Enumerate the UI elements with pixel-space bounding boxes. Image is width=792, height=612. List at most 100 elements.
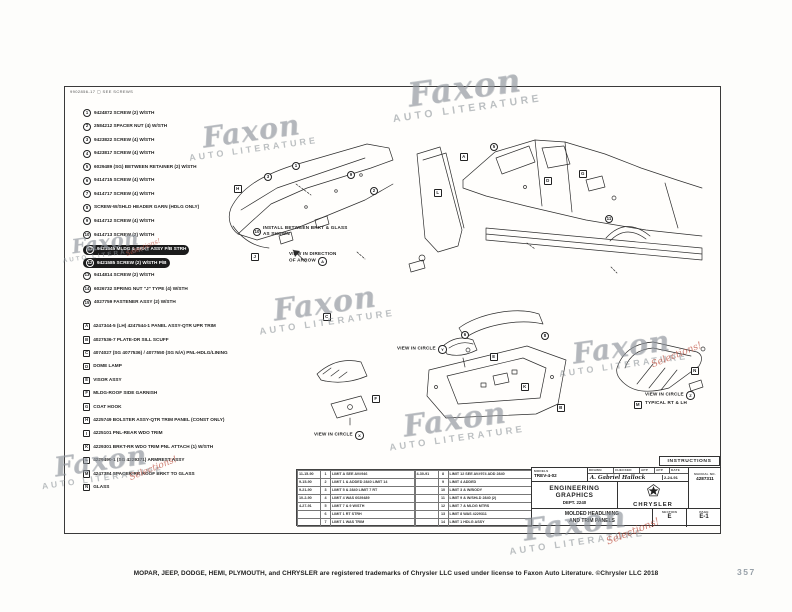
- part-letter-badge: G: [83, 403, 91, 411]
- part-number-badge: 5: [83, 163, 91, 172]
- chrysler-pentastar-logo: [646, 484, 660, 497]
- page-number: 357: [737, 567, 756, 577]
- drawing-title-line2: AND TRIM PANELS: [569, 517, 615, 524]
- revision-cell: 12: [437, 502, 449, 511]
- revision-cell: LIMIT 4 ADDED: [447, 478, 532, 487]
- callout-e: E: [490, 353, 498, 361]
- part-number-badge: 8: [83, 203, 91, 212]
- part-number-badge: 4: [83, 149, 91, 158]
- note-line: VIEW IN CIRCLE X: [314, 431, 364, 440]
- part-letter-badge: B: [83, 336, 91, 344]
- part-text: 9414712 SCREW (4) W/STH: [94, 218, 155, 224]
- revision-cell: 4-30-91: [414, 470, 439, 479]
- section-value: E: [667, 514, 672, 520]
- part-letter-badge: M: [83, 470, 91, 478]
- callout-l: L: [434, 189, 442, 197]
- revision-cell: 5: [320, 502, 331, 511]
- callout-8: 8: [541, 332, 549, 340]
- revision-cell: 3: [320, 486, 331, 495]
- revision-cell: LIMIT 1 HDLG ASSY: [447, 518, 532, 527]
- checked-label: CHECKED: [614, 468, 640, 473]
- callout-5: 5: [490, 143, 498, 151]
- revision-cell: [297, 510, 321, 519]
- revision-cell: 11-15-90: [297, 470, 321, 479]
- models-value: TREV-4-02: [534, 473, 557, 478]
- section-label: SECTION: [661, 510, 678, 514]
- part-text: 4027536-7 PLATE-DR SILL SCUFF: [93, 336, 169, 342]
- part-text: 9424872 SCREW (2) W/STH: [94, 109, 155, 115]
- revision-cell: 4-27-91: [297, 502, 321, 511]
- revision-cell: LIMIT 4 WAS 6029489: [330, 494, 415, 503]
- part-text: 9421585 SCREW (2) W/STH P/B: [97, 259, 167, 265]
- part-number-badge: 14: [83, 285, 91, 294]
- revision-cell: 4: [320, 494, 331, 503]
- drawing-title-line1: MOLDED HEADLINING: [564, 511, 620, 517]
- revision-cell: [297, 518, 321, 527]
- part-text: VISOR ASSY: [93, 376, 122, 382]
- note-line: TYPICAL RT & LH: [645, 399, 687, 405]
- part-text: 9414715 SCREW (4) W/STH: [94, 177, 155, 183]
- revision-cell: 9-15-90: [297, 478, 321, 487]
- revision-cell: [414, 502, 439, 511]
- part-text: 4027759 FASTENER ASSY (2) W/STH: [94, 299, 176, 305]
- part-letter-badge: K: [83, 443, 91, 451]
- part-text: 9414717 SCREW (4) W/STH: [94, 190, 155, 196]
- part-letter-badge: C: [83, 349, 91, 357]
- revision-cell: LIMIT 9 & W/SHLD 2840 (2): [447, 494, 532, 503]
- callout-d: D: [544, 177, 552, 185]
- revision-cell: 7: [320, 518, 331, 527]
- part-text: 6029489 (SG) BETWEEN RETAINER (2) W/STH: [94, 163, 197, 169]
- part-text: 9423817 SCREW (4) W/STH: [94, 150, 155, 156]
- part-number-badge: 3: [83, 136, 91, 145]
- revision-cell: 14: [437, 518, 449, 527]
- part-letter-badge: N: [83, 483, 91, 491]
- part-text: 4247384 SPACER-RR ROOF BRKT TO GLASS: [93, 470, 195, 476]
- part-letter-badge: H: [83, 416, 91, 424]
- revision-cell: 13: [437, 510, 449, 519]
- callout-b: B: [557, 404, 565, 412]
- revision-cell: [414, 510, 439, 519]
- revision-cell: 9: [437, 478, 449, 487]
- callout-m: M: [634, 401, 642, 409]
- revision-cell: LIMIT 8 WAS 4229311: [447, 510, 532, 519]
- manual-no-label: MANUAL NO.: [694, 472, 716, 476]
- page-label: PAGE: [699, 510, 709, 514]
- part-number-badge: 6: [83, 176, 91, 185]
- callout-2: 2: [370, 187, 378, 195]
- part-number-badge: 12: [86, 259, 94, 268]
- part-letter-badge: I: [83, 430, 91, 438]
- callout-g: G: [579, 170, 587, 178]
- revision-cell: LIMIT 7 & MLDG MTRS: [447, 502, 532, 511]
- title-block-date: 2-24-91: [662, 475, 688, 480]
- part-text: 4225101 PNL-REAR WDO TRIM: [93, 430, 163, 436]
- drawn-signature: A. Gabriel Hallock: [590, 474, 646, 481]
- callout-n: N: [691, 367, 699, 375]
- models-label: MODELS: [534, 469, 549, 473]
- part-text: GLASS: [93, 484, 110, 490]
